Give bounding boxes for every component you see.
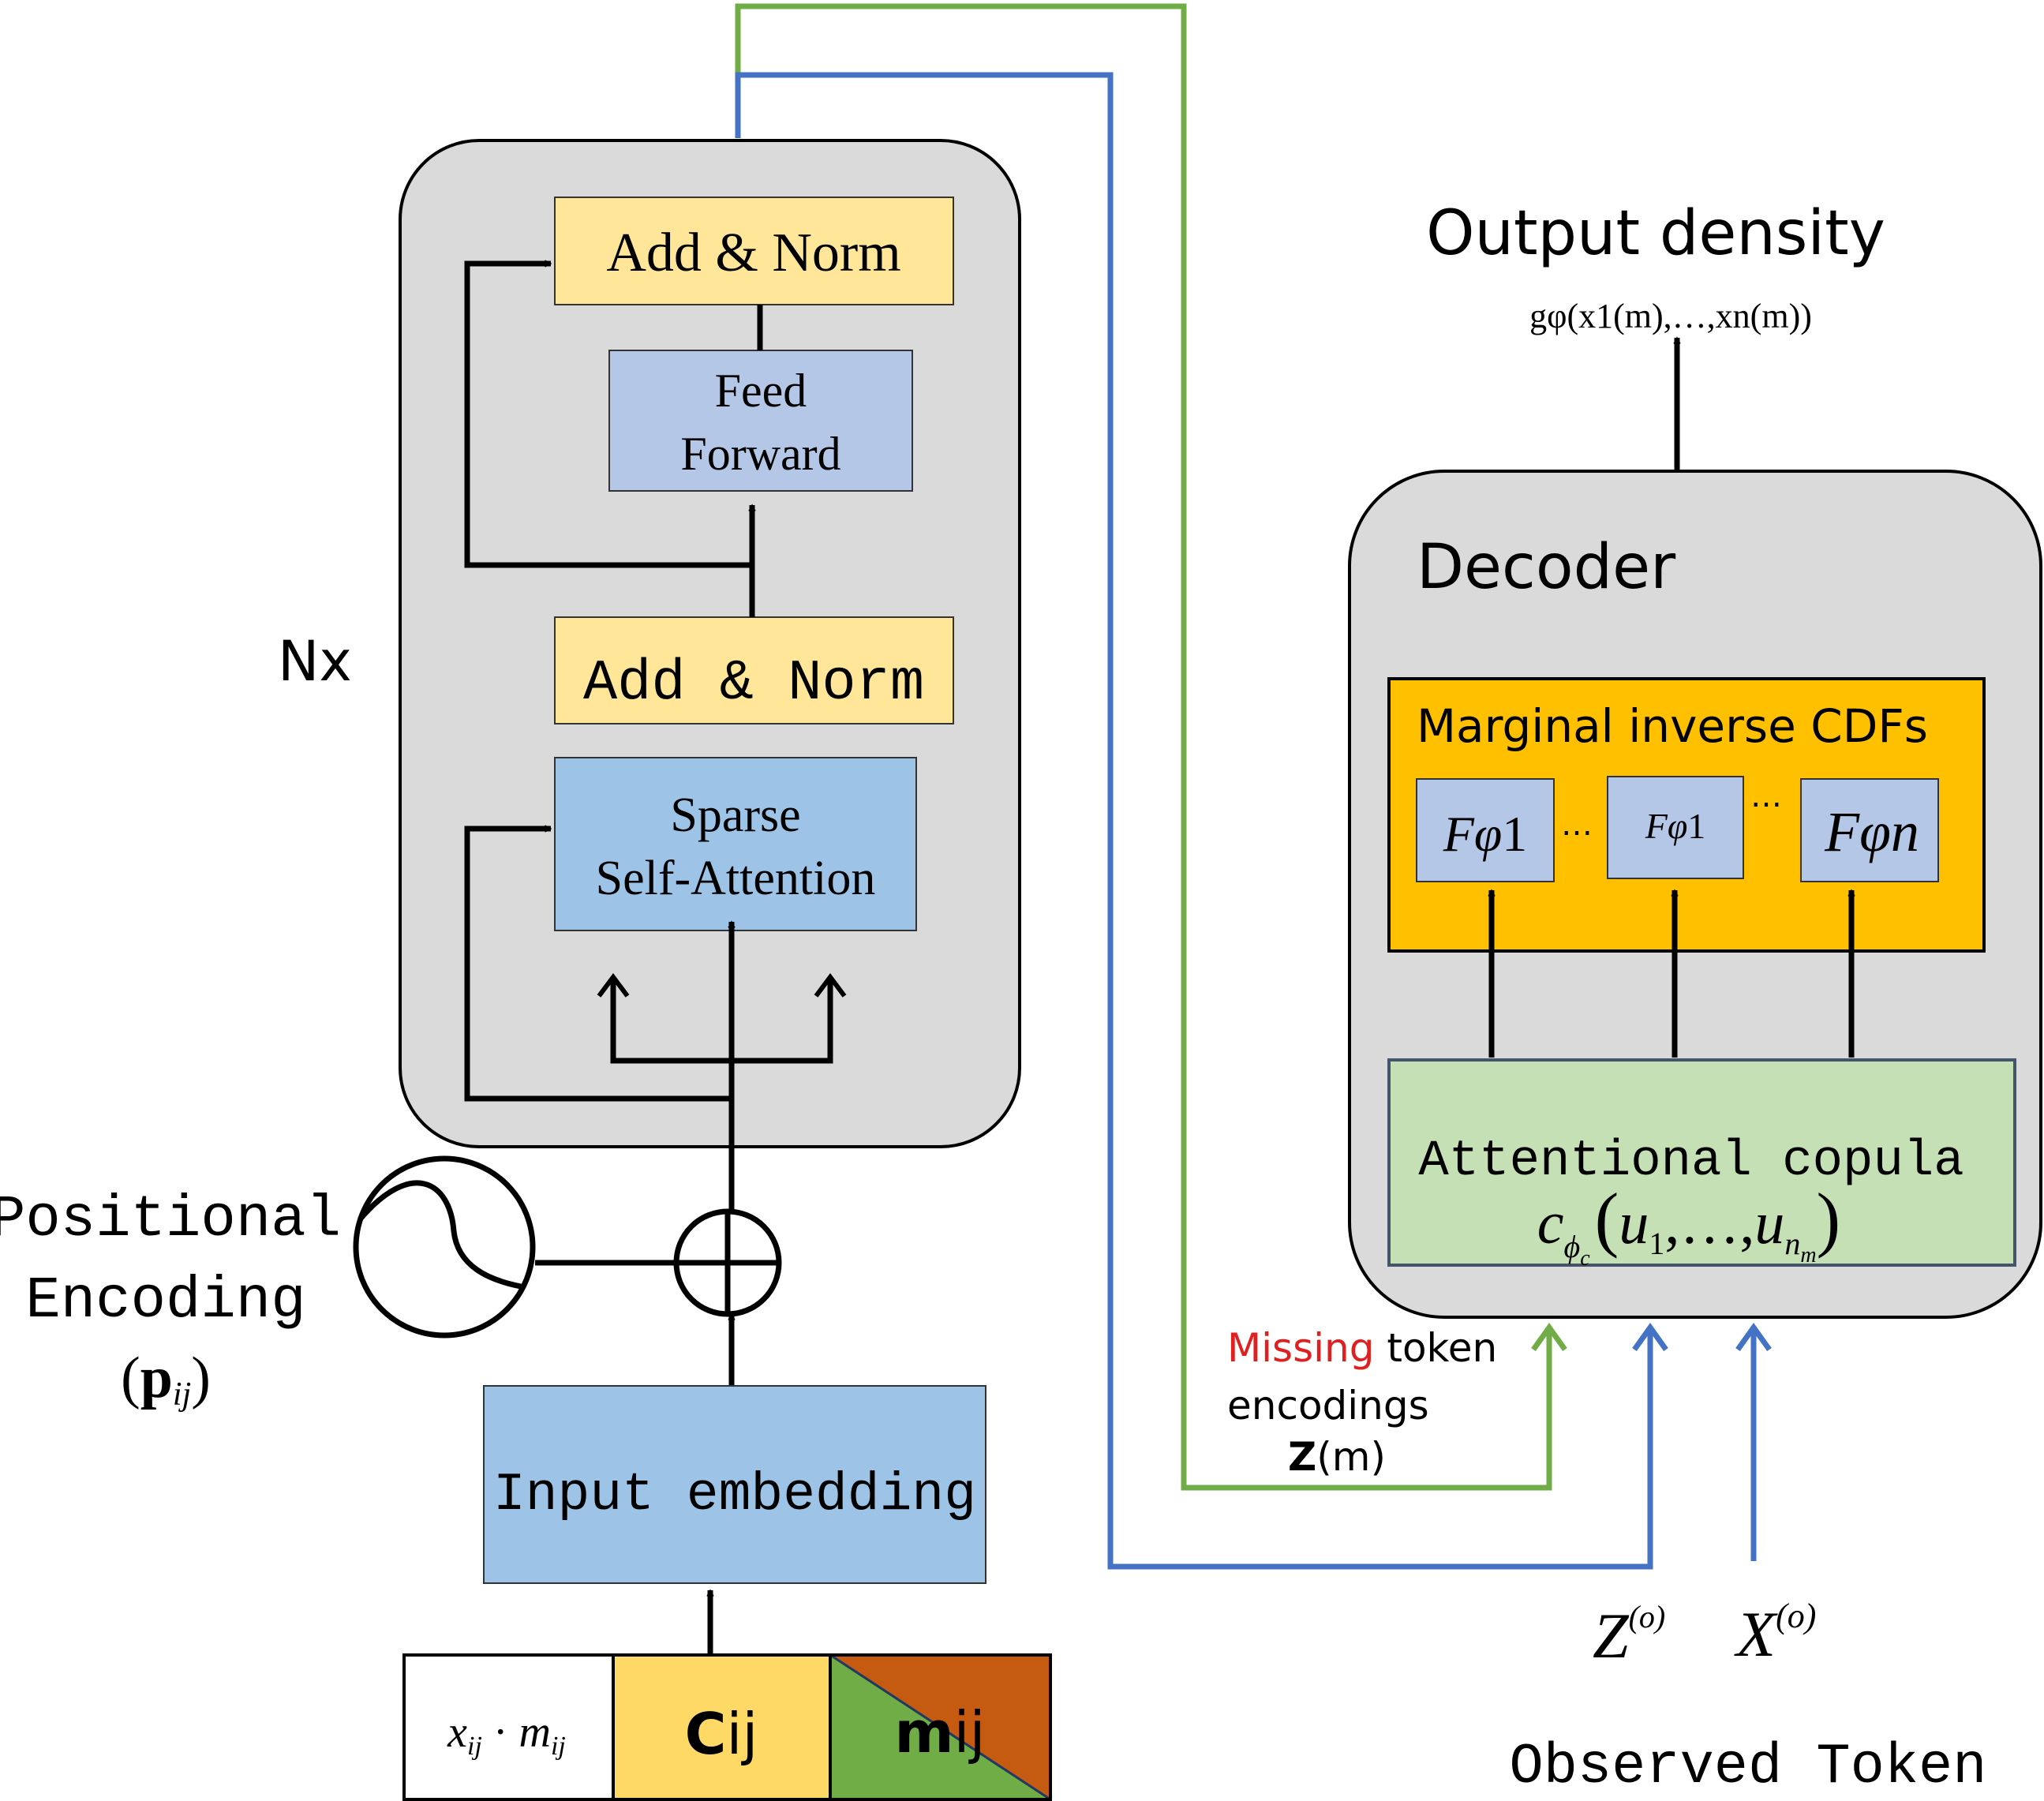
- encoder-connectors: [464, 264, 847, 1655]
- attentional-copula-box: [1387, 1058, 2016, 1267]
- positional-symbol: (pij): [121, 1346, 211, 1413]
- observed-x-arrowhead: [1735, 1322, 1772, 1352]
- marginal-f1-label: Fφ1: [1443, 806, 1528, 862]
- input-cell-x-label: xij·mij: [447, 1708, 566, 1761]
- marginal-ellipsis-2: …: [1750, 778, 1782, 814]
- observed-z-symbol: Z(o): [1593, 1599, 1665, 1672]
- observed-x-symbol: X(o): [1734, 1597, 1816, 1670]
- sparse-attention-label-2: Self-Attention: [596, 852, 876, 905]
- input-embedding-label: Input embedding: [493, 1465, 976, 1526]
- missing-label-3: Z(m): [1288, 1434, 1386, 1480]
- marginal-fn-label: Fφn: [1824, 800, 1919, 863]
- add-norm-top-label: Add & Norm: [606, 223, 900, 283]
- attentional-copula-formula: cϕc(u1,…,unm): [1537, 1178, 1840, 1271]
- marginal-fn-box: [1800, 778, 1939, 882]
- missing-arrowhead: [1531, 1322, 1567, 1352]
- input-cell-m-label: mij: [894, 1699, 985, 1765]
- output-formula: gφ(x1(m),…,xn(m)): [1529, 297, 1812, 335]
- input-cell-c: [612, 1653, 832, 1801]
- output-title: Output density: [1426, 198, 1885, 269]
- positional-label-1: Positional: [0, 1187, 341, 1253]
- marginal-ellipsis-1: …: [1561, 807, 1593, 843]
- input-cell-m: [829, 1653, 1052, 1801]
- input-embedding-box: [483, 1385, 986, 1584]
- positional-label-2: Encoding: [25, 1268, 305, 1335]
- observed-token-label: Observed Token: [1510, 1735, 1987, 1799]
- marginal-f2-box: [1607, 776, 1744, 879]
- missing-token-line: [735, 3, 1552, 1491]
- add-operator-icon: [673, 1208, 782, 1317]
- copula-arrows: [1492, 890, 1851, 1058]
- decoder-title: Decoder: [1417, 532, 1676, 603]
- missing-label-1: Missing token: [1227, 1325, 1497, 1371]
- sparse-attention-label-1: Sparse: [670, 788, 800, 842]
- observed-z-line: [735, 72, 1653, 1570]
- add-norm-bottom-box: [554, 616, 954, 725]
- feed-forward-label-2: Forward: [680, 428, 840, 480]
- input-cell-x: [402, 1653, 615, 1801]
- feed-forward-label-1: Feed: [715, 365, 807, 417]
- sparse-attention-box: [554, 757, 917, 931]
- marginal-f2-label: Fφ1: [1645, 806, 1706, 846]
- attentional-copula-title: Attentional copula: [1418, 1133, 1964, 1190]
- input-cell-c-label: Cij: [685, 1701, 758, 1767]
- positional-wave-icon: [353, 1155, 536, 1339]
- missing-label-2: encodings: [1227, 1383, 1429, 1428]
- observed-z-arrowhead: [1632, 1322, 1668, 1352]
- marginal-f1-box: [1416, 778, 1555, 882]
- add-norm-top-box: [554, 197, 954, 305]
- repeat-label: Nx: [278, 629, 352, 694]
- marginal-cdfs-title: Marginal inverse CDFs: [1417, 699, 1928, 753]
- add-norm-bottom-label: Add & Norm: [583, 651, 924, 716]
